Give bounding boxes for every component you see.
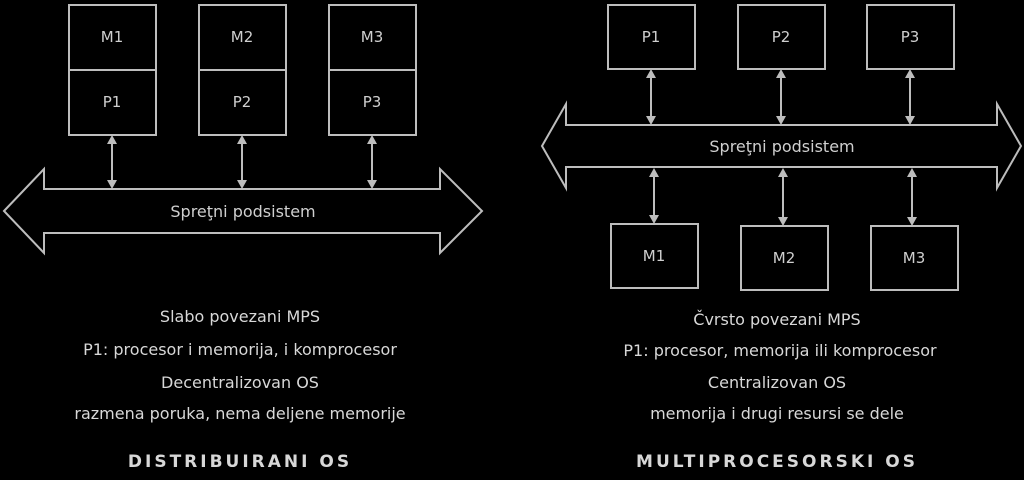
right-processor-label-1: P1 <box>642 28 661 46</box>
right-bus-label: Spreţni podsistem <box>709 137 854 156</box>
right-bottom-connector-3 <box>907 168 917 226</box>
left-memory-label-3: M3 <box>361 28 384 46</box>
left-connector-1 <box>107 135 117 189</box>
left-processor-label-3: P3 <box>363 93 382 111</box>
right-caption-line-4: memorija i drugi resursi se dele <box>650 404 904 423</box>
right-top-connector-3 <box>905 69 915 125</box>
right-caption-line-2: P1: procesor, memorija ili komprocesor <box>623 341 937 360</box>
left-caption-line-3: Decentralizovan OS <box>161 373 319 392</box>
right-memory-label-2: M2 <box>773 249 796 267</box>
left-caption-line-1: Slabo povezani MPS <box>159 307 321 326</box>
right-top-connector-2 <box>776 69 786 125</box>
right-memory-label-3: M3 <box>903 249 926 267</box>
left-bus-label: Spreţni podsistem <box>170 202 315 221</box>
left-caption-title: DISTRIBUIRANI OS <box>127 452 353 472</box>
left-connector-3 <box>367 135 377 189</box>
right-processor-2: P2 <box>737 4 826 70</box>
left-bus-arrow <box>2 166 484 256</box>
left-unit-1: M1 P1 <box>68 4 157 136</box>
right-memory-label-1: M1 <box>643 247 666 265</box>
left-processor-label-1: P1 <box>103 93 122 111</box>
right-caption-line-1: Čvrsto povezani MPS <box>693 310 861 329</box>
left-memory-label-1: M1 <box>101 28 124 46</box>
left-unit-3: M3 P3 <box>328 4 417 136</box>
right-processor-1: P1 <box>607 4 696 70</box>
left-processor-label-2: P2 <box>233 93 252 111</box>
right-processor-label-2: P2 <box>772 28 791 46</box>
right-processor-3: P3 <box>866 4 955 70</box>
left-caption-line-4: razmena poruka, nema deljene memorije <box>74 404 406 423</box>
left-processor-box-3 <box>328 69 417 136</box>
right-top-connector-1 <box>646 69 656 125</box>
left-caption-line-2: P1: procesor i memorija, i komprocesor <box>83 340 397 359</box>
right-bottom-connector-2 <box>778 168 788 226</box>
right-memory-1: M1 <box>610 223 699 289</box>
left-processor-box-1 <box>68 69 157 136</box>
right-caption-line-3: Centralizovan OS <box>707 373 847 392</box>
left-processor-box-2 <box>198 69 287 136</box>
right-caption-title: MULTIPROCESORSKI OS <box>636 452 918 472</box>
left-memory-label-2: M2 <box>231 28 254 46</box>
right-memory-2: M2 <box>740 225 829 291</box>
left-unit-2: M2 P2 <box>198 4 287 136</box>
right-bus-arrow <box>540 100 1023 192</box>
right-memory-3: M3 <box>870 225 959 291</box>
right-processor-label-3: P3 <box>901 28 920 46</box>
right-bottom-connector-1 <box>649 168 659 224</box>
left-connector-2 <box>237 135 247 189</box>
